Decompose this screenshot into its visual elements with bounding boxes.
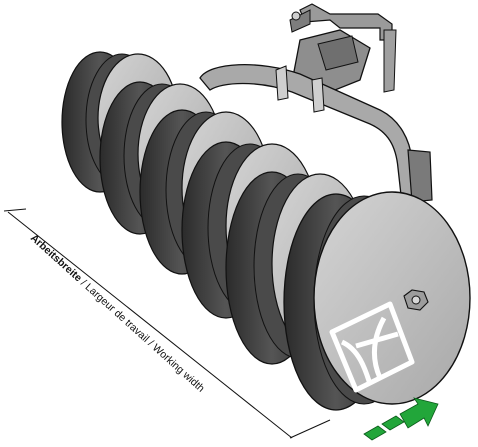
logo-mark: [329, 301, 415, 393]
disc-front: [283, 191, 471, 411]
mounting-bracket: [289, 3, 397, 93]
working-width-dimension: [3, 208, 331, 439]
hub-nut-icon: [403, 289, 429, 311]
roller-discs: [61, 51, 471, 411]
frame-arm: [199, 63, 433, 205]
direction-arrow-icon: [363, 397, 439, 441]
